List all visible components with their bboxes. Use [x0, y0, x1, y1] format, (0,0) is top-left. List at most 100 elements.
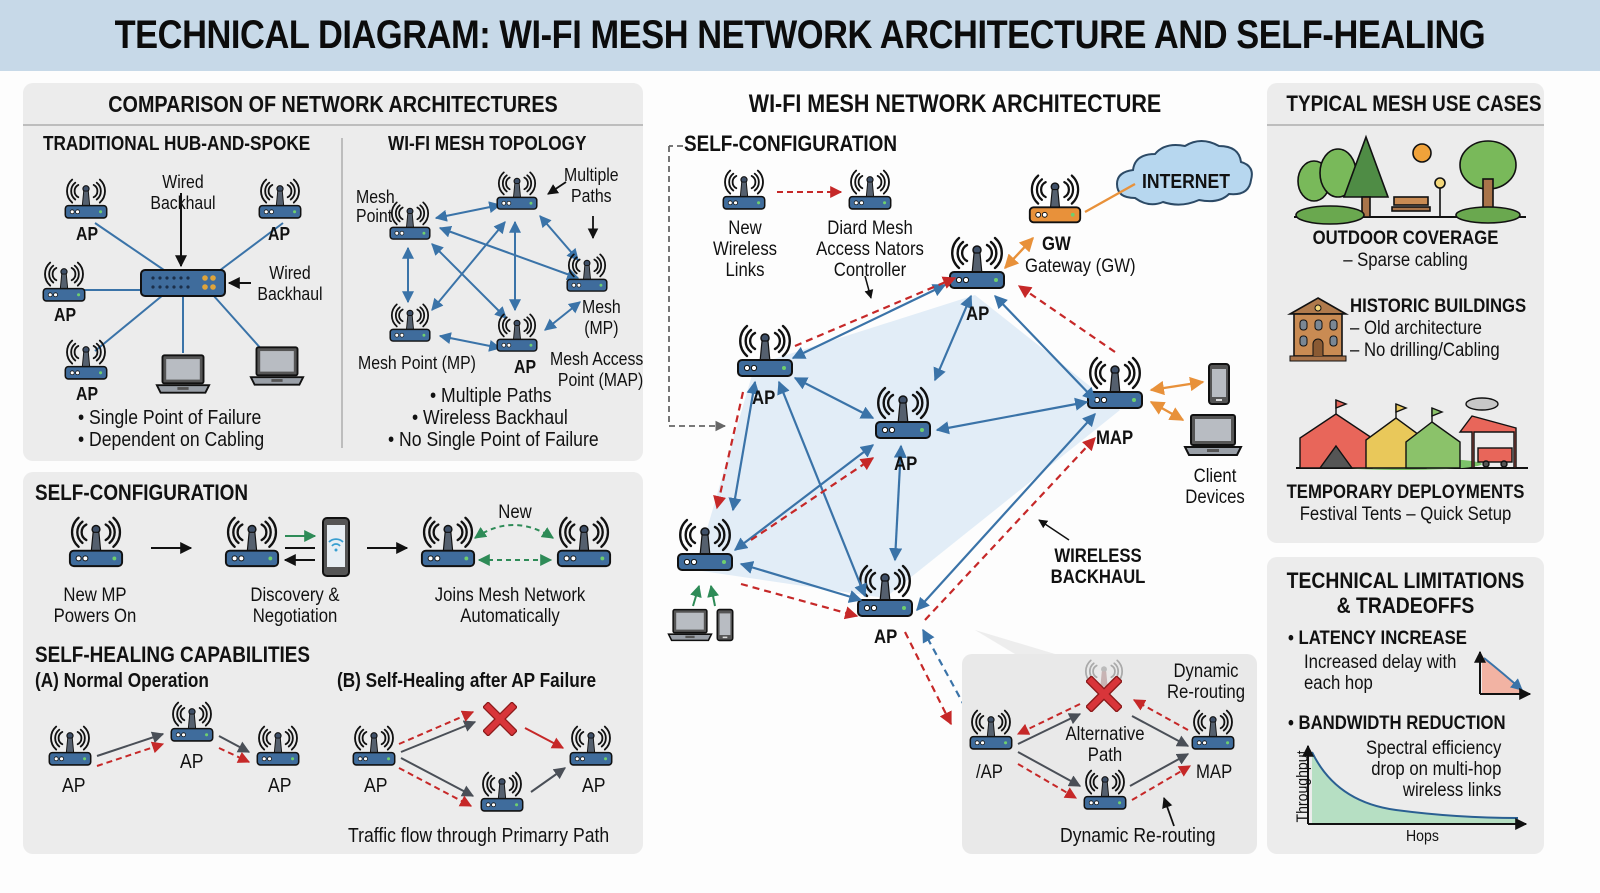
phone-icon	[1208, 363, 1230, 405]
use-case-line: – Sparse cabling	[1343, 250, 1468, 271]
use-case-line: Festival Tents – Quick Setup	[1299, 504, 1512, 525]
column-divider	[341, 138, 343, 448]
ap-router-icon	[42, 261, 86, 302]
ap-label: AP	[76, 224, 99, 244]
latency-text: Increased delay with each hop	[1304, 652, 1457, 694]
ap-label: AP	[180, 751, 204, 773]
dynamic-rerouting-bottom-label: Dynamic Re-routing	[1060, 825, 1216, 847]
backup-router-icon	[480, 771, 524, 812]
failure-x-icon	[488, 707, 512, 731]
mesh-router-icon	[496, 171, 538, 210]
mesh-topology-title: WI-FI MESH TOPOLOGY	[388, 133, 587, 155]
mesh-mp-label: Mesh (MP)	[582, 297, 621, 338]
ap-router-icon	[64, 178, 108, 219]
discovery-router-icon	[224, 516, 280, 568]
hub-spoke-bullet: • Single Point of Failure	[78, 407, 262, 429]
use-case-line: – No drilling/Cabling	[1350, 340, 1500, 361]
historic-building-illustration	[1286, 297, 1350, 362]
mesh-point-mp-label: Mesh Point (MP)	[358, 353, 476, 373]
use-cases-title: TYPICAL MESH USE CASES	[1286, 91, 1542, 116]
map-label: MAP	[1096, 428, 1134, 449]
ap-router-icon	[258, 178, 302, 219]
ap-router-icon	[948, 236, 1006, 290]
ap-label: AP	[874, 627, 898, 648]
controller-router-icon	[848, 169, 892, 210]
new-wireless-router-icon	[722, 169, 766, 210]
ap-label: AP	[268, 224, 291, 244]
mesh-point-router-icon	[389, 201, 431, 240]
normal-operation-title: (A) Normal Operation	[35, 670, 209, 692]
switch-icon	[140, 269, 226, 297]
ap-label: AP	[582, 775, 606, 797]
mesh-topology-diagram	[389, 171, 608, 352]
mesh-point-label: Mesh Point	[356, 187, 395, 226]
new-mp-router-icon	[68, 516, 124, 568]
festival-tents-illustration	[1296, 397, 1528, 470]
bandwidth-mini-chart	[1302, 744, 1528, 830]
latency-mini-chart	[1474, 650, 1532, 700]
mesh-router-icon	[566, 253, 608, 292]
self-config-diagram	[68, 516, 612, 577]
self-config-step-1: New MP Powers On	[53, 585, 137, 627]
bandwidth-text: Spectral efficiency drop on multi-hop wi…	[1366, 738, 1502, 801]
client-devices-label: Client Devices	[1185, 466, 1245, 508]
laptop-icon	[667, 608, 713, 642]
laptop-icon	[155, 354, 211, 394]
map-router-icon	[1086, 356, 1144, 410]
self-healing-failure-title: (B) Self-Healing after AP Failure	[337, 670, 597, 692]
map-router-icon	[1191, 709, 1235, 750]
hub-spoke-title: TRADITIONAL HUB-AND-SPOKE	[43, 133, 311, 155]
mesh-bullet: • Wireless Backhaul	[412, 407, 568, 429]
gw-label: GW	[1042, 234, 1071, 255]
ap-label: AP	[76, 384, 99, 404]
new-wireless-links-label: New Wireless Links	[712, 218, 778, 281]
mesh-bullet: • No Single Point of Failure	[388, 429, 599, 451]
hub-spoke-bullet: • Dependent on Cabling	[78, 429, 265, 451]
wired-backhaul-label: Wired Backhaul	[257, 263, 323, 304]
alternative-path-label: Alternative Path	[1065, 724, 1145, 766]
mesh-point-router-icon	[389, 303, 431, 342]
title-banner: TECHNICAL DIAGRAM: WI-FI MESH NETWORK AR…	[0, 0, 1600, 71]
rerouting-inset-diagram	[969, 659, 1235, 827]
architecture-title: WI-FI MESH NETWORK ARCHITECTURE	[748, 90, 1162, 118]
self-config-title: SELF-CONFIGURATION	[35, 480, 249, 505]
wireless-backhaul-label: WIRELESS BACKHAUL	[1050, 546, 1146, 588]
ap-label: AP	[62, 775, 86, 797]
mesh-ap-label: AP	[514, 357, 537, 377]
gateway-router-icon	[1028, 174, 1082, 224]
dynamic-rerouting-top-label: Dynamic Re-routing	[1166, 661, 1246, 703]
controller-label: Diard Mesh Access Nators Controller	[816, 218, 924, 281]
inset-ap-label: /AP	[976, 762, 1003, 783]
internet-cloud-icon	[1115, 140, 1253, 206]
comparison-title: COMPARISON OF NETWORK ARCHITECTURES	[108, 91, 558, 117]
architecture-self-config-title: SELF-CONFIGURATION	[684, 131, 898, 156]
bandwidth-title: • BANDWIDTH REDUCTION	[1288, 713, 1506, 734]
use-case-title: OUTDOOR COVERAGE	[1312, 228, 1499, 249]
mesh-bullet: • Multiple Paths	[430, 385, 552, 407]
ap-router-icon	[969, 709, 1013, 750]
throughput-axis-label: Throughput	[1294, 750, 1312, 823]
outdoor-park-illustration	[1294, 134, 1526, 225]
mesh-access-point-label: Mesh Access Point (MAP)	[550, 349, 644, 390]
divider	[1267, 124, 1544, 126]
self-config-step-3: Joins Mesh Network Automatically	[434, 585, 586, 627]
multiple-paths-label: Multiple Paths	[564, 165, 619, 206]
self-config-new-label: New	[498, 502, 532, 523]
ap-label: AP	[966, 304, 990, 325]
use-case-line: – Old architecture	[1350, 318, 1482, 339]
internet-label: INTERNET	[1142, 171, 1230, 193]
joined-router-icon	[556, 516, 612, 568]
self-healing-diagram	[48, 701, 613, 812]
joined-router-icon	[420, 516, 476, 568]
gateway-label: Gateway (GW)	[1025, 256, 1136, 277]
ap-label: AP	[268, 775, 292, 797]
divider	[23, 124, 643, 126]
self-config-step-2: Discovery & Negotiation	[250, 585, 340, 627]
ap-router-icon	[48, 725, 92, 766]
ap-router-icon	[256, 725, 300, 766]
ap-label: AP	[364, 775, 388, 797]
ap-router-icon	[736, 324, 794, 378]
ap-router-icon	[352, 725, 396, 766]
mesh-architecture-diagram	[667, 140, 1253, 726]
phone-icon	[716, 608, 734, 642]
